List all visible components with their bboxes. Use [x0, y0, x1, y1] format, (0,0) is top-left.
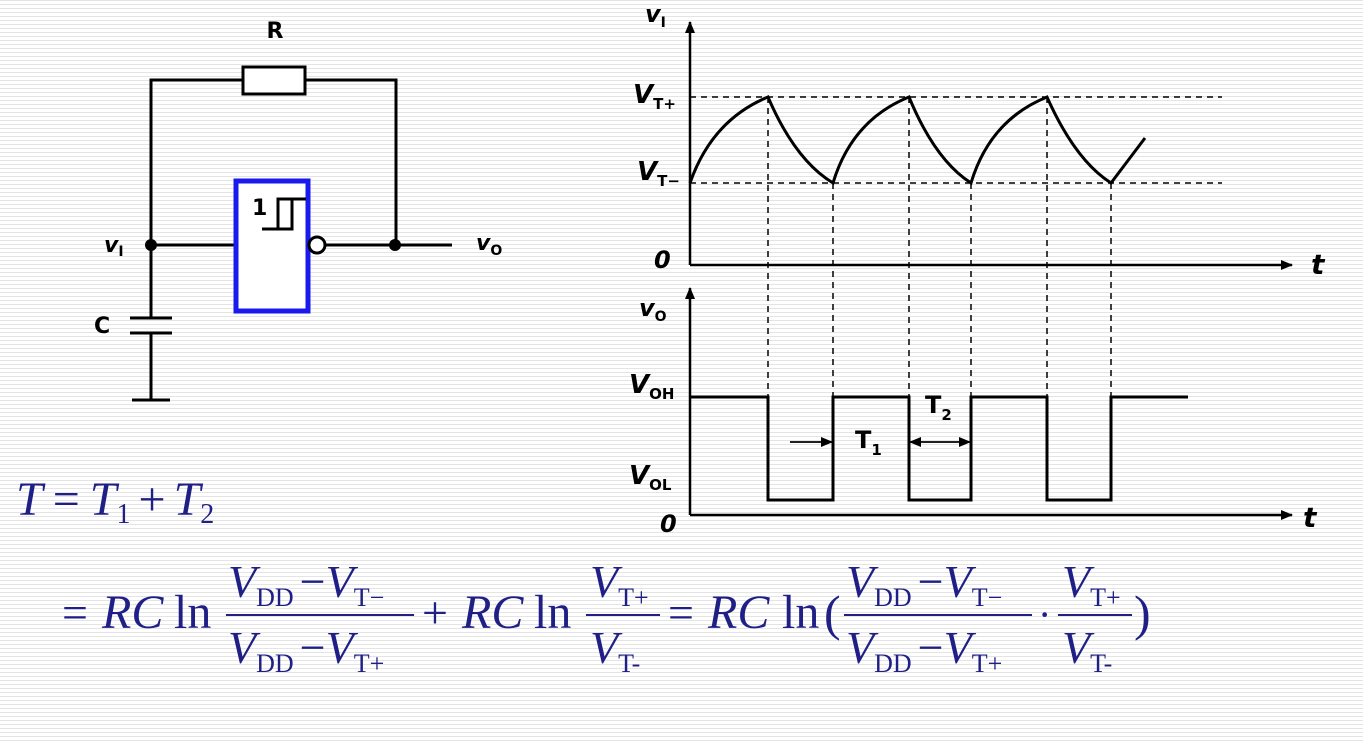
resistor-label: R [267, 19, 284, 44]
output-square-waveform [690, 395, 1188, 502]
capacitor-voltage-waveform [688, 95, 1147, 186]
formula-rc-3: RC [707, 586, 770, 639]
vo-time-label: t [1303, 501, 1318, 534]
vt-plus-label: VT+ [633, 80, 676, 113]
frac3-denominator: VDD−VT+ [846, 622, 1002, 678]
formula-ln-1: ln [174, 586, 211, 639]
period-formula: T=T1+T2 = RC ln VDD−VT− VDD−VT+ + RC ln … [16, 473, 1151, 678]
inverter-bubble [307, 235, 327, 255]
t2-label: T2 [925, 391, 952, 424]
input-waveform-axes [685, 21, 1293, 270]
frac1-denominator: VDD−VT+ [228, 622, 384, 678]
formula-eq-1: = [62, 587, 88, 638]
input-threshold-lines [690, 96, 1222, 184]
formula-ln-3: ln [782, 586, 819, 639]
vo-axis-label: vO [639, 294, 667, 325]
voh-label: VOH [629, 370, 674, 403]
resistor [241, 65, 307, 96]
schmitt-trigger-gate [233, 178, 311, 314]
frac3-numerator: VDD−VT− [846, 556, 1002, 612]
t1-label: T1 [855, 426, 882, 459]
formula-rc-1: RC [101, 586, 164, 639]
formula-line-1: T=T1+T2 [16, 473, 214, 530]
output-node-label: vO [476, 231, 502, 259]
vi-axis-label: vI [645, 0, 666, 31]
output-node-dot [389, 239, 401, 251]
gate-label: 1 [252, 196, 267, 221]
vt-minus-label: VT− [637, 157, 680, 190]
formula-rparen: ) [1134, 585, 1151, 641]
feedback-wire-left [149, 78, 243, 245]
vi-origin-label: 0 [654, 246, 671, 274]
formula-ln-2: ln [534, 586, 571, 639]
transition-guide-lines [767, 97, 1112, 398]
frac4-denominator: VT- [1062, 622, 1112, 678]
hysteresis-symbol [262, 197, 306, 231]
vo-origin-label: 0 [660, 510, 677, 538]
output-waveform-axes [685, 287, 1293, 520]
formula-plus: + [422, 587, 448, 638]
input-node-dot [145, 239, 157, 251]
frac2-numerator: VT+ [590, 556, 649, 612]
vol-label: VOL [629, 461, 672, 494]
vi-time-label: t [1311, 248, 1326, 281]
formula-lparen: ( [824, 585, 841, 641]
formula-dot: · [1038, 592, 1051, 637]
input-node-label: vI [104, 233, 124, 260]
feedback-wire-right [305, 78, 398, 245]
frac1-numerator: VDD−VT− [228, 556, 384, 612]
formula-rc-2: RC [461, 586, 524, 639]
formula-eq-2: = [668, 587, 694, 638]
frac4-numerator: VT+ [1062, 556, 1121, 612]
frac2-denominator: VT- [590, 622, 640, 678]
capacitor-label: C [94, 314, 110, 339]
